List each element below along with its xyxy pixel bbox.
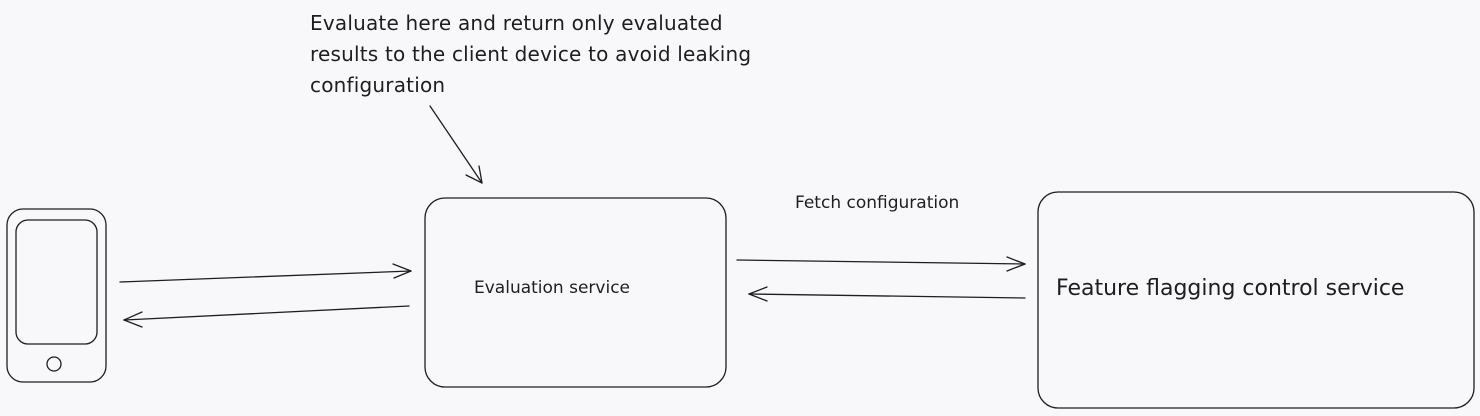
feature-flag-service-box[interactable] <box>1037 191 1475 409</box>
fetch-configuration-label: Fetch configuration <box>795 193 960 213</box>
annotation-note: Evaluate here and return only evaluated … <box>310 8 751 101</box>
arrow-feature-service-to-evaluation <box>748 286 1026 302</box>
annotation-arrow <box>429 105 483 184</box>
evaluation-service-label: Evaluation service <box>474 278 630 298</box>
annotation-line: configuration <box>310 73 446 97</box>
evaluation-service-box[interactable] <box>424 197 727 388</box>
feature-flag-service-label: Feature flagging control service <box>1056 276 1405 301</box>
arrow-evaluation-to-phone <box>123 305 410 328</box>
annotation-line: results to the client device to avoid le… <box>310 42 752 66</box>
mobile-phone-icon[interactable] <box>6 208 107 383</box>
annotation-line: Evaluate here and return only evaluated <box>310 11 723 35</box>
arrow-evaluation-to-feature-service <box>736 256 1026 272</box>
arrow-phone-to-evaluation <box>119 263 412 283</box>
